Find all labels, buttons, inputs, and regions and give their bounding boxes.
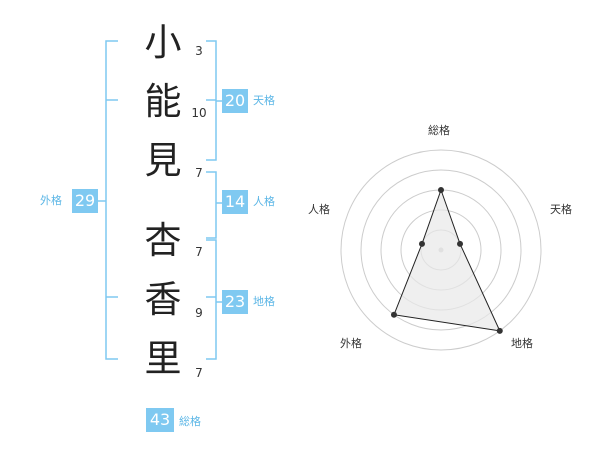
stroke-count-2: 10 — [191, 106, 207, 120]
radar-point-5 — [418, 240, 425, 247]
radar-ring — [340, 149, 542, 351]
radar-ring — [360, 169, 522, 331]
chikaku-bracket — [206, 239, 217, 360]
jinkaku-value: 14 — [222, 190, 248, 214]
radar-label-chikaku: 地格 — [511, 337, 533, 350]
tenkaku-label: 天格 — [253, 94, 275, 107]
tenkaku-value: 20 — [222, 89, 248, 113]
stroke-count-4: 7 — [195, 245, 203, 259]
name-char-1: 小 — [144, 21, 182, 64]
name-char-4: 杏 — [144, 219, 182, 262]
gaikaku-value: 29 — [72, 189, 98, 213]
stroke-count-5: 9 — [195, 306, 203, 320]
stroke-count-6: 7 — [195, 366, 203, 380]
chikaku-value: 23 — [222, 290, 248, 314]
radar-label-soukaku: 総格 — [428, 124, 450, 137]
soukaku-value: 43 — [146, 408, 174, 432]
radar-label-jinkaku: 人格 — [308, 203, 330, 216]
chikaku-label: 地格 — [253, 295, 275, 308]
radar-points — [390, 187, 503, 334]
radar-label-gaikaku: 外格 — [340, 337, 362, 350]
soukaku-label: 総格 — [179, 415, 201, 428]
radar-polygon — [393, 188, 501, 332]
name-char-5: 香 — [144, 278, 182, 321]
radar-point-4 — [390, 311, 397, 318]
stroke-count-1: 3 — [195, 44, 203, 58]
radar-point-2 — [457, 240, 464, 247]
name-char-6: 里 — [144, 337, 182, 380]
name-char-2: 能 — [144, 80, 182, 123]
name-char-3: 見 — [144, 139, 182, 182]
stroke-count-3: 7 — [195, 166, 203, 180]
jinkaku-label: 人格 — [253, 195, 275, 208]
jinkaku-bracket — [206, 171, 217, 239]
radar-point-3 — [496, 327, 503, 334]
gaikaku-label: 外格 — [40, 194, 62, 207]
gaikaku-bracket — [105, 40, 118, 360]
radar-point-1 — [438, 187, 444, 193]
radar-label-tenkaku: 天格 — [550, 203, 572, 216]
